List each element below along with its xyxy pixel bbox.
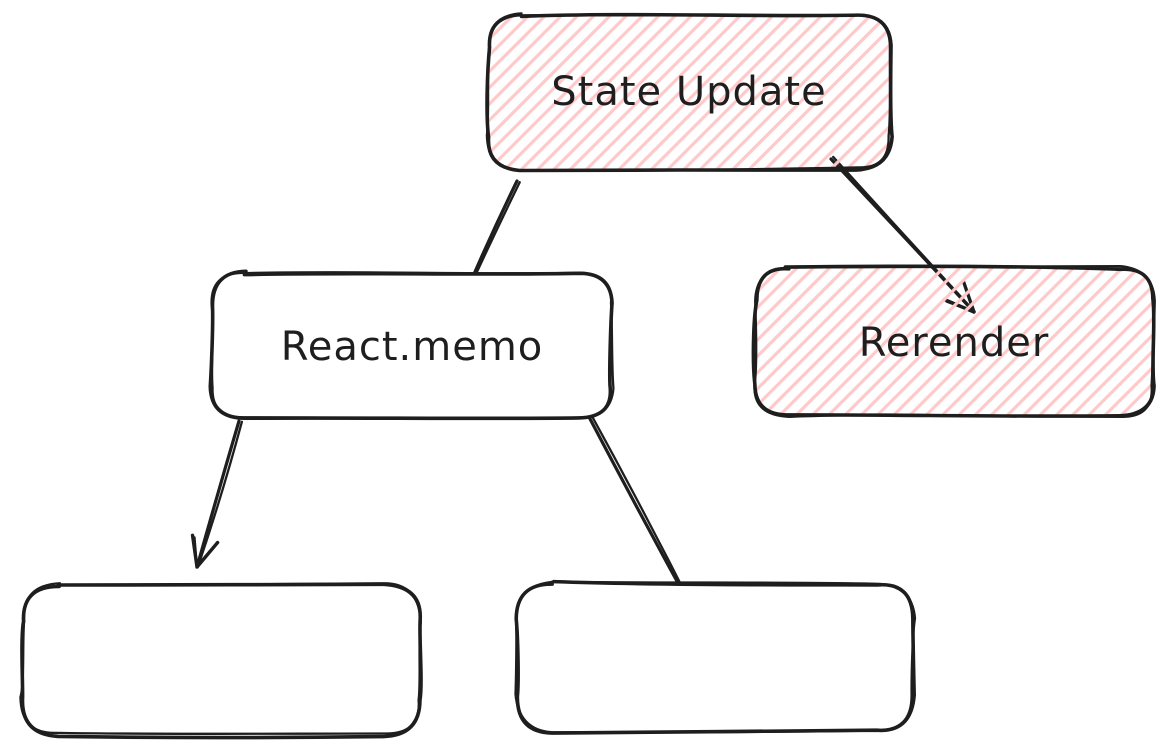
node-label-rerender: Rerender (859, 320, 1050, 366)
node-child-right (514, 579, 917, 735)
node-child-left (19, 582, 423, 740)
node-state-update: State Update (485, 12, 894, 173)
node-react-memo: React.memo (208, 269, 615, 421)
node-label-state-update: State Update (551, 69, 826, 115)
node-rerender: Rerender (751, 264, 1156, 418)
edge-reactmemo-childleft (190, 419, 244, 569)
node-label-react-memo: React.memo (281, 324, 544, 370)
